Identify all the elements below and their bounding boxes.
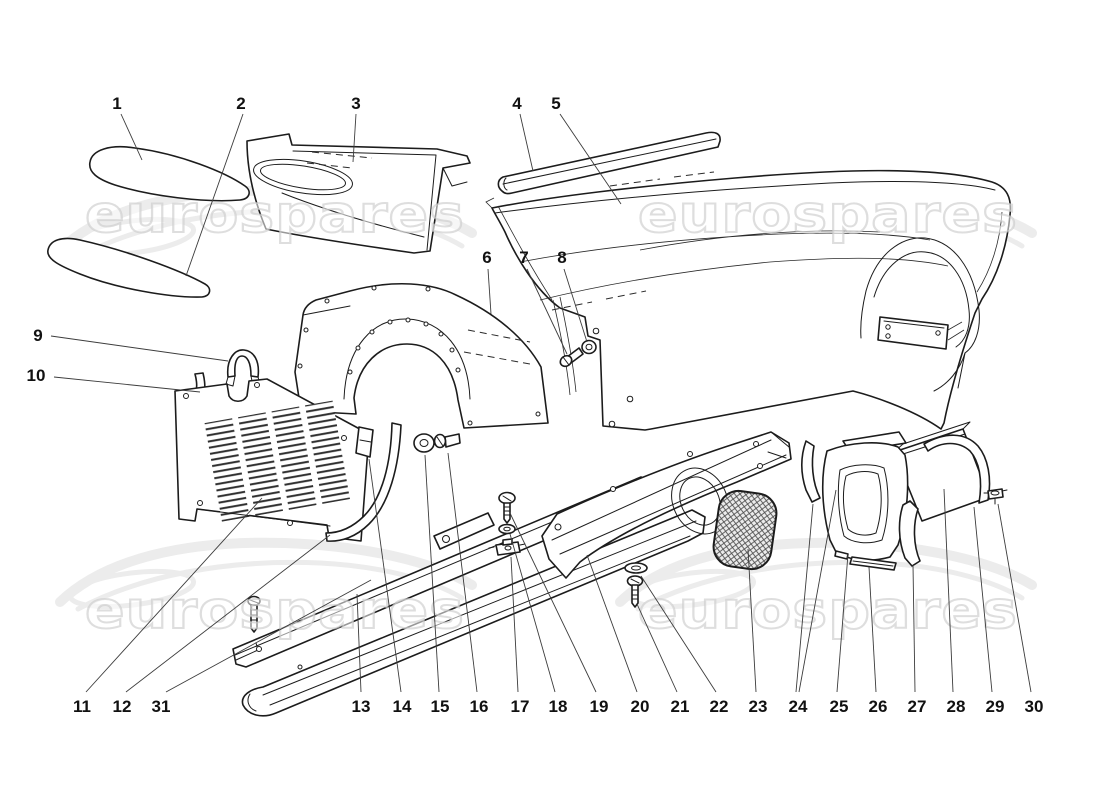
part-grille-lower xyxy=(47,237,211,298)
part-screw-installed xyxy=(247,595,261,633)
callout-label-13: 13 xyxy=(352,697,371,716)
watermark-text: eurospares xyxy=(85,581,465,641)
part-trim-strip xyxy=(497,131,721,195)
leader-line-3 xyxy=(352,113,357,163)
leader-line-24 xyxy=(795,503,814,693)
leader-line-22 xyxy=(640,575,717,693)
leader-line-20 xyxy=(586,554,638,693)
callout-label-8: 8 xyxy=(557,248,566,267)
part-screw-21 xyxy=(626,575,644,608)
watermark-text: eurospares xyxy=(638,581,1018,641)
leader-line-7 xyxy=(526,268,568,355)
leader-line-18 xyxy=(509,533,556,693)
leader-line-9 xyxy=(50,335,229,362)
part-washer-22 xyxy=(624,562,648,574)
callout-label-20: 20 xyxy=(631,697,650,716)
callout-label-19: 19 xyxy=(590,697,609,716)
leader-line-27 xyxy=(912,564,916,693)
callout-label-12: 12 xyxy=(113,697,132,716)
callout-label-18: 18 xyxy=(549,697,568,716)
callout-label-17: 17 xyxy=(511,697,530,716)
callout-label-1: 1 xyxy=(112,94,121,113)
leader-line-25 xyxy=(836,553,849,693)
leader-line-13 xyxy=(356,593,362,693)
leader-line-10 xyxy=(53,376,201,393)
part-gasket-27 xyxy=(898,500,921,567)
leader-line-19 xyxy=(508,510,597,693)
callout-label-26: 26 xyxy=(869,697,888,716)
leader-line-21 xyxy=(636,603,678,693)
part-pad-14 xyxy=(355,426,374,458)
leader-line-23 xyxy=(747,548,757,693)
callout-label-3: 3 xyxy=(351,94,360,113)
leader-line-26 xyxy=(868,566,877,693)
callout-label-30: 30 xyxy=(1025,697,1044,716)
callout-label-28: 28 xyxy=(947,697,966,716)
callout-label-31: 31 xyxy=(152,697,171,716)
leader-line-16 xyxy=(447,452,478,693)
callout-label-25: 25 xyxy=(830,697,849,716)
callout-label-11: 11 xyxy=(73,697,91,716)
leader-line-5 xyxy=(559,113,622,205)
callout-label-16: 16 xyxy=(470,697,489,716)
callout-label-22: 22 xyxy=(710,697,729,716)
part-grommet-8 xyxy=(581,339,597,355)
callout-label-9: 9 xyxy=(33,326,42,345)
part-bar-26 xyxy=(849,556,897,571)
part-pocket-bracket-25 xyxy=(821,442,909,561)
leader-line-17 xyxy=(510,556,519,693)
callout-label-29: 29 xyxy=(986,697,1005,716)
leader-line-12 xyxy=(125,534,331,693)
part-curved-trim-29 xyxy=(923,434,991,504)
part-side-member-20 xyxy=(541,431,792,579)
callout-label-4: 4 xyxy=(512,94,522,113)
leader-line-30 xyxy=(997,503,1032,693)
part-screw-16 xyxy=(433,433,461,449)
callout-label-15: 15 xyxy=(431,697,450,716)
part-screw-19 xyxy=(498,491,516,524)
leader-line-2 xyxy=(185,113,244,277)
callout-label-6: 6 xyxy=(482,248,491,267)
leader-line-6 xyxy=(487,268,492,315)
callout-label-5: 5 xyxy=(551,94,560,113)
part-clipnut-17 xyxy=(488,538,526,556)
watermark-text: eurospares xyxy=(85,185,465,245)
part-wheelarch-liner xyxy=(294,283,549,429)
part-grommet-15 xyxy=(413,433,435,453)
callout-label-21: 21 xyxy=(671,697,690,716)
leader-line-31 xyxy=(165,579,372,693)
leader-line-11 xyxy=(85,497,263,693)
leader-line-8 xyxy=(563,268,588,343)
callout-label-23: 23 xyxy=(749,697,768,716)
leader-line-1 xyxy=(120,113,143,161)
callout-label-10: 10 xyxy=(27,366,46,385)
callout-label-24: 24 xyxy=(789,697,808,716)
leader-line-14 xyxy=(368,458,402,693)
part-washer-18 xyxy=(498,523,516,535)
callout-label-7: 7 xyxy=(519,248,528,267)
part-oval-grille-23 xyxy=(712,489,778,571)
callout-label-2: 2 xyxy=(236,94,245,113)
leader-line-4 xyxy=(519,113,534,172)
leader-line-24 xyxy=(798,489,837,693)
part-front-quarter-panel xyxy=(246,133,471,254)
callout-label-14: 14 xyxy=(393,697,412,716)
callout-label-27: 27 xyxy=(908,697,927,716)
leader-line-29 xyxy=(973,506,993,693)
part-flank-panel xyxy=(485,169,1012,431)
part-louvered-panel-11 xyxy=(174,378,370,542)
part-j-trim-12 xyxy=(325,422,402,542)
part-clip-30 xyxy=(983,488,1008,505)
leader-line-15 xyxy=(424,454,440,693)
part-screw-7 xyxy=(559,347,584,368)
part-grille-upper xyxy=(88,146,250,202)
watermark-text: eurospares xyxy=(638,185,1018,245)
leader-line-28 xyxy=(943,488,954,693)
